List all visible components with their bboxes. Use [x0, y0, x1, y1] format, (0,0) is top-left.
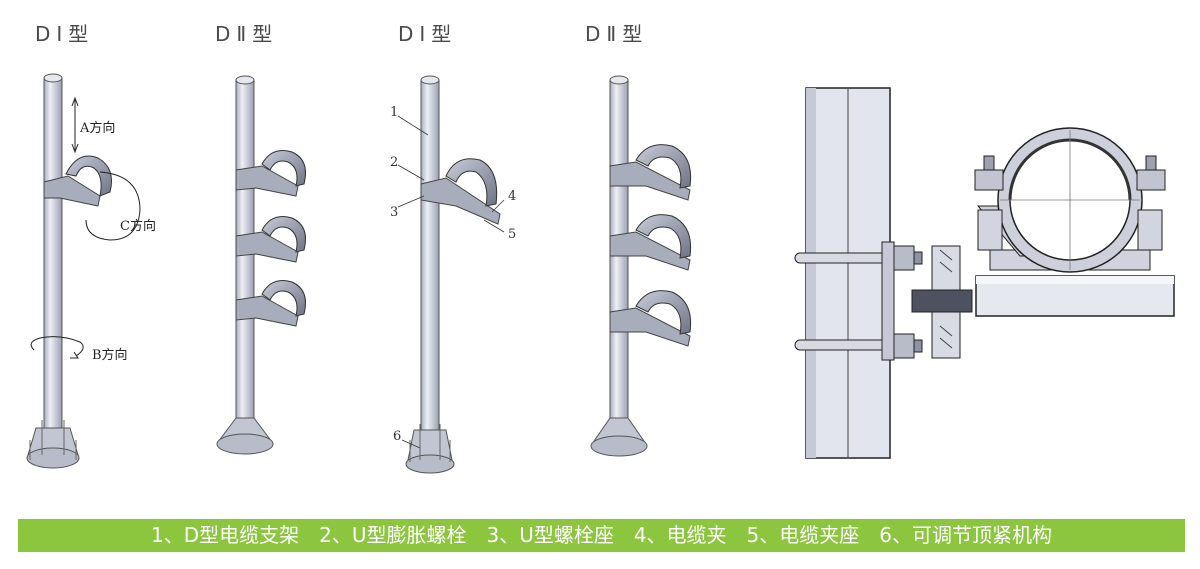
callout-6: 6 [393, 429, 401, 444]
clamp-unit-1 [235, 150, 306, 197]
clamp-unit-2 [235, 216, 306, 263]
type-label-d2-right: DⅡ型 [585, 22, 649, 46]
clamp-unit-2 [609, 214, 692, 271]
type-label-d1-left: DⅠ型 [35, 22, 95, 46]
figure-d1-assembly-left [26, 73, 141, 469]
clamp-unit-3 [235, 280, 306, 327]
callout-3: 3 [390, 205, 398, 220]
clamp-unit-3 [609, 290, 692, 347]
callout-5: 5 [508, 227, 516, 242]
direction-c-label: C方向 [120, 218, 156, 234]
figure-d1-assembly-callouts [397, 75, 505, 474]
type-label-d1-right: DⅠ型 [398, 22, 458, 46]
callout-1: 1 [390, 105, 398, 120]
callout-4: 4 [508, 189, 516, 204]
clamp-unit-1 [609, 144, 692, 201]
direction-b-label: B方向 [92, 347, 128, 363]
figure-d2-assembly-right [590, 75, 692, 457]
figure-detail-section [794, 87, 1175, 459]
figure-d2-assembly-left [216, 75, 306, 455]
direction-a-label: A方向 [79, 120, 115, 136]
type-label-d2-left: DⅡ型 [215, 22, 279, 46]
component-legend: 1、D型电缆支架 2、U型膨胀螺栓 3、U型螺栓座 4、电缆夹 5、电缆夹座 6… [18, 519, 1185, 552]
callout-2: 2 [390, 155, 398, 170]
